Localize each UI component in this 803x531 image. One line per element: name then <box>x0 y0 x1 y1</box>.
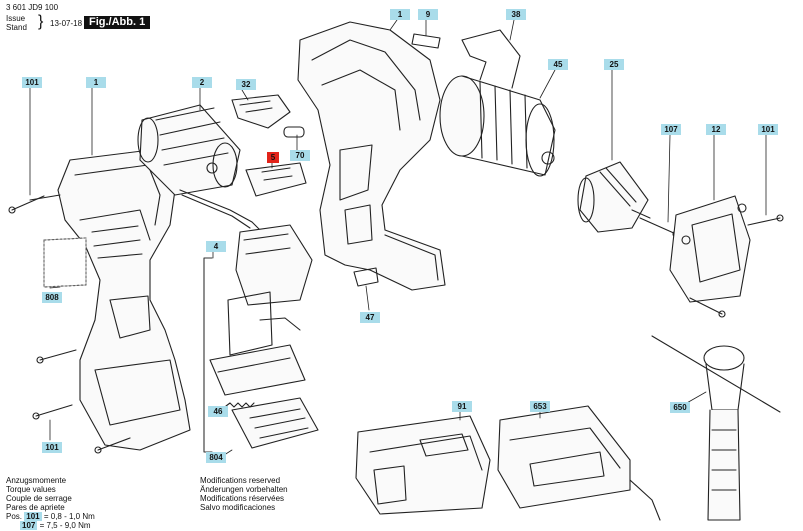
mod-line-fr: Modifications réservées <box>200 494 285 503</box>
callout-101-top-left: 101 <box>22 77 42 88</box>
endcap-12 <box>669 195 751 303</box>
label-plate-808 <box>43 237 87 288</box>
callout-2: 2 <box>192 77 212 88</box>
issue-date: 13-07-18 <box>50 19 83 28</box>
screws-left <box>8 195 131 454</box>
torque-value-101: = 0,8 - 1,0 Nm <box>43 512 95 521</box>
callout-804: 804 <box>206 452 226 463</box>
battery-91 <box>355 415 491 515</box>
charger-653 <box>497 405 661 521</box>
torque-line-es: Pares de apriete <box>6 503 65 512</box>
callout-12: 12 <box>706 124 726 135</box>
callout-4: 4 <box>206 241 226 252</box>
aux-handle-650 <box>651 335 781 521</box>
board-5 <box>245 162 307 197</box>
callout-25: 25 <box>604 59 624 70</box>
housing-half-right <box>297 21 446 291</box>
torque-part-101: 101 <box>24 512 42 521</box>
torque-values-block: Anzugsmomente Torque values Couple de se… <box>6 476 72 512</box>
callout-38: 38 <box>506 9 526 20</box>
gearbox-45 <box>439 75 556 177</box>
callout-107: 107 <box>661 124 681 135</box>
torque-line-fr: Couple de serrage <box>6 494 72 503</box>
clip-47 <box>353 267 379 287</box>
spring-46 <box>225 402 255 408</box>
issue-label: Issue <box>6 14 26 23</box>
issue-stand-labels: Issue Stand <box>6 14 27 32</box>
torque-part-107: 107 <box>20 521 38 530</box>
callout-45: 45 <box>548 59 568 70</box>
callout-101-bottom-left: 101 <box>42 442 62 453</box>
callout-70: 70 <box>290 150 310 161</box>
document-code: 3 601 JD9 100 <box>6 3 59 12</box>
brace-glyph: } <box>38 13 44 30</box>
callout-101-right: 101 <box>758 124 778 135</box>
torque-row-107: 107 = 7,5 - 9,0 Nm <box>20 521 91 530</box>
clip-70 <box>283 126 305 138</box>
figure-label: Fig./Abb. 1 <box>84 16 151 29</box>
mod-line-en: Modifications reserved <box>200 476 281 485</box>
torque-line-de: Anzugsmomente <box>6 476 67 485</box>
callout-47: 47 <box>360 312 380 323</box>
mod-line-es: Salvo modificaciones <box>200 503 276 512</box>
callout-91: 91 <box>452 401 472 412</box>
chuck-25 <box>577 161 651 233</box>
callout-808: 808 <box>42 292 62 303</box>
callout-9: 9 <box>418 9 438 20</box>
callout-5: 5 <box>267 152 279 163</box>
mod-line-de: Änderungen vorbehalten <box>200 485 288 494</box>
torque-line-en: Torque values <box>6 485 56 494</box>
housing-half-left <box>29 149 191 451</box>
torque-value-107: = 7,5 - 9,0 Nm <box>39 521 91 530</box>
stand-label: Stand <box>6 23 27 32</box>
callout-46: 46 <box>208 406 228 417</box>
pos-label: Pos. <box>6 512 23 521</box>
screw-107 <box>639 217 677 235</box>
callout-653: 653 <box>530 401 550 412</box>
callout-1-top: 1 <box>390 9 410 20</box>
modifications-notice: Modifications reserved Änderungen vorbeh… <box>200 476 288 512</box>
wire-38 <box>461 29 521 89</box>
callout-1-left: 1 <box>86 77 106 88</box>
switch-assembly-4 <box>209 224 319 449</box>
bracket-32 <box>231 94 291 129</box>
torque-row-101: Pos. 101 = 0,8 - 1,0 Nm <box>6 512 95 521</box>
label-9 <box>411 33 441 49</box>
callout-32: 32 <box>236 79 256 90</box>
callout-650: 650 <box>670 402 690 413</box>
